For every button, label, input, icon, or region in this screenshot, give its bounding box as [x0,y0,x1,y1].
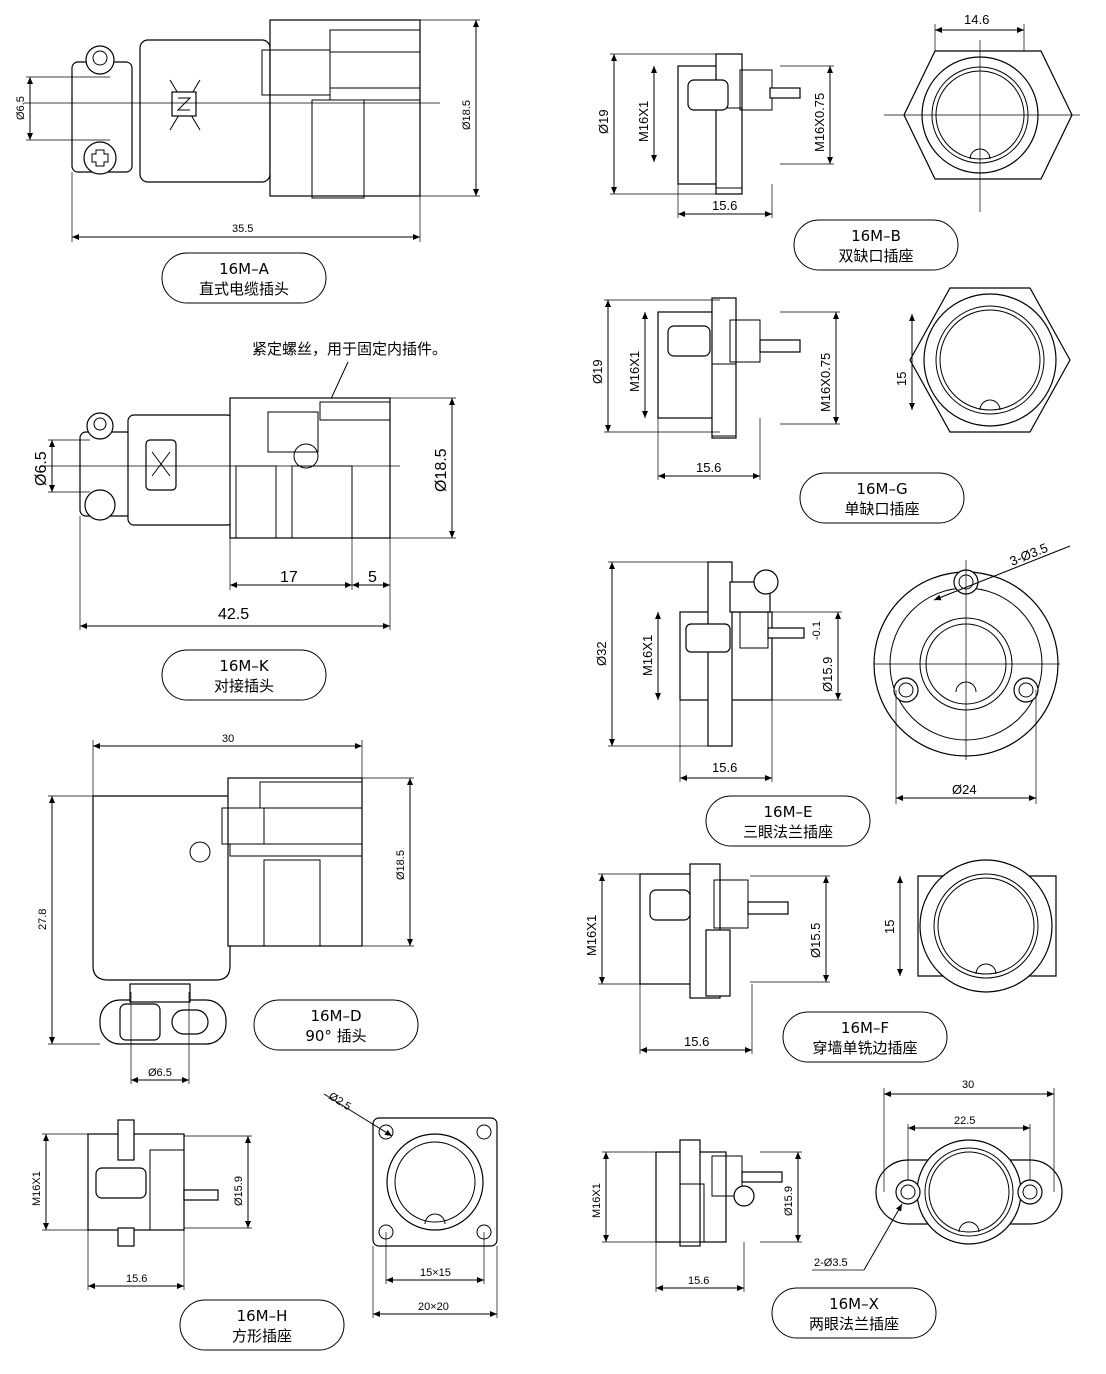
e-len: 15.6 [712,760,737,775]
g-d19: Ø19 [590,359,605,384]
label-g-name: 单缺口插座 [844,500,919,518]
f-d155: Ø15.5 [808,923,823,958]
b-hex: 14.6 [964,12,989,27]
k-len: 42.5 [218,606,249,623]
x-d159: Ø15.9 [783,1186,795,1216]
k-dcable: Ø6.5 [33,451,50,486]
a-len: 35.5 [232,223,253,235]
g-15: 15 [894,372,909,386]
label-e-code: 16M–E [763,803,812,821]
e-m16: M16X1 [640,635,655,676]
label-d-code: 16M–D [310,1007,361,1025]
h-2020: 20×20 [418,1301,449,1313]
e-d32: Ø32 [594,641,609,666]
b-m16: M16X1 [636,101,651,142]
g-m075: M16X0.75 [818,353,833,412]
x-m16: M16X1 [591,1183,603,1218]
label-x-code: 16M–X [829,1295,879,1313]
f-m16: M16X1 [584,915,599,956]
d-278: 27.8 [37,909,49,930]
label-h-name: 方形插座 [232,1327,292,1345]
h-len: 15.6 [126,1273,147,1285]
label-a-name: 直式电缆插头 [199,280,289,298]
f-len: 15.6 [684,1034,709,1049]
x-holes: 2-Ø3.5 [814,1257,848,1269]
e-d24: Ø24 [952,782,977,797]
h-m16: M16X1 [31,1171,43,1206]
label-d-name: 90° 插头 [305,1027,366,1045]
drawing-16m-g: Ø19 M16X1 M16X0.75 15.6 15 16M–G 单缺口插座 [590,287,1071,524]
drawing-16m-b: Ø19 M16X1 M16X0.75 15.6 14.6 16M–B 双缺口插座 [596,12,1080,271]
label-f-code: 16M–F [841,1019,889,1037]
x-225: 22.5 [954,1115,975,1127]
label-f-name: 穿墙单铣边插座 [812,1039,917,1057]
note-set-screw: 紧定螺丝，用于固定内插件。 [252,340,447,358]
a-dbody: Ø18.5 [461,100,473,130]
x-30: 30 [962,1079,974,1091]
label-k-code: 16M–K [219,657,270,675]
x-len: 15.6 [688,1275,709,1287]
drawing-16m-h: M16X1 Ø15.9 15.6 Ø2.5 15×15 20×20 16M–H … [31,1090,498,1351]
h-d159: Ø15.9 [233,1176,245,1206]
d-30: 30 [222,733,234,745]
b-m075: M16X0.75 [812,93,827,152]
k-dbody: Ø18.5 [433,448,450,492]
label-b-code: 16M–B [851,227,901,245]
label-k-name: 对接插头 [214,677,274,695]
drawing-16m-a: Ø6.5 Ø18.5 35.5 16M–A 直式电缆插头 [15,19,480,304]
drawing-16m-x: M16X1 Ø15.9 15.6 30 22.5 2-Ø3.5 16M–X 两眼… [591,1079,1063,1339]
drawing-16m-k: 紧定螺丝，用于固定内插件。 Ø6.5 Ø18.5 17 5 42.5 [33,340,456,701]
label-h-code: 16M–H [237,1307,288,1325]
e-d159: Ø15.9 [820,657,835,692]
a-dcable: Ø6.5 [15,96,27,120]
g-m16: M16X1 [627,351,642,392]
label-g-code: 16M–G [856,480,907,498]
drawing-16m-d: 30 27.8 Ø18.5 Ø6.5 16M–D 90° 插头 [37,733,419,1084]
label-a-code: 16M–A [219,260,270,278]
drawing-16m-f: M16X1 Ø15.5 15.6 15 16M–F 穿墙单铣边插座 [584,859,1057,1063]
k-5: 5 [368,569,377,586]
label-x-name: 两眼法兰插座 [809,1315,899,1333]
g-len: 15.6 [696,460,721,475]
label-e-name: 三眼法兰插座 [743,823,833,841]
drawing-16m-e: Ø32 M16X1 Ø15.9 -0.1 15.6 3-Ø3.5 Ø24 16M… [594,540,1071,847]
h-1515: 15×15 [420,1267,451,1279]
e-tol: -0.1 [811,621,823,640]
k-17: 17 [280,569,298,586]
b-len: 15.6 [712,198,737,213]
e-holes: 3-Ø3.5 [1008,540,1050,569]
f-15: 15 [882,920,897,934]
d-dbody: Ø18.5 [395,850,407,880]
b-d19: Ø19 [596,109,611,134]
label-b-name: 双缺口插座 [838,247,913,265]
d-dcable: Ø6.5 [148,1067,172,1079]
